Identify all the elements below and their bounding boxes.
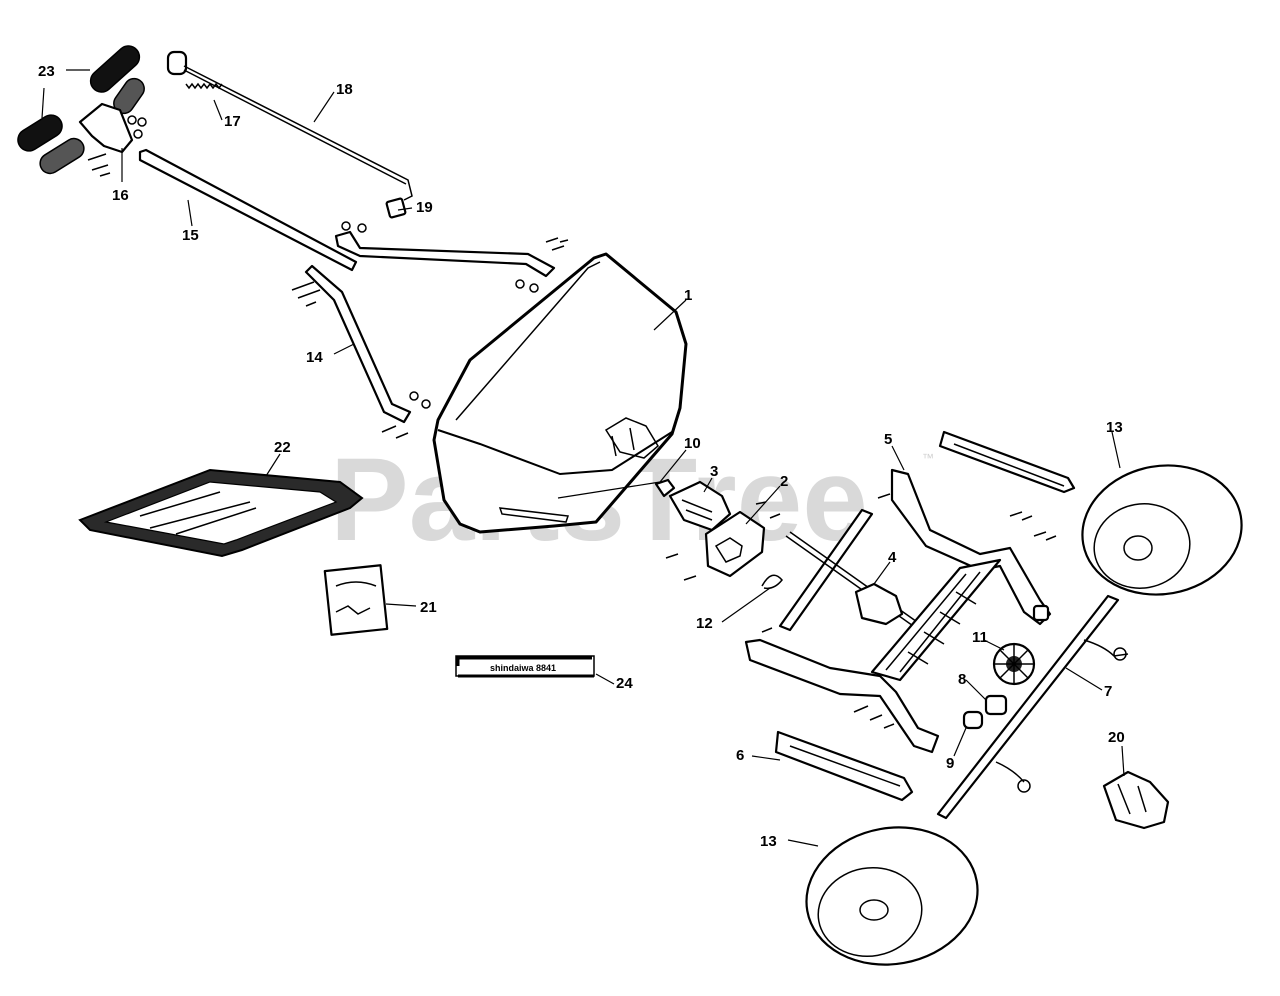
clip bbox=[385, 197, 407, 219]
wheel-lower bbox=[805, 826, 979, 966]
shutoff-plate bbox=[668, 480, 732, 532]
frame-crossmember bbox=[870, 558, 1002, 682]
frame-bottom-arm bbox=[744, 638, 940, 754]
agitator-blade bbox=[778, 508, 874, 632]
grip-upper bbox=[89, 45, 141, 93]
instruction-packet bbox=[323, 564, 389, 636]
callout-2: 2 bbox=[780, 473, 788, 490]
callout-24: 24 bbox=[616, 675, 633, 692]
callout-16: 16 bbox=[112, 187, 129, 204]
callout-23: 23 bbox=[38, 63, 55, 80]
leader-lines bbox=[41, 69, 1125, 847]
cotter-pin bbox=[761, 574, 783, 590]
rate-gate bbox=[704, 510, 766, 578]
grip-lower bbox=[17, 114, 63, 152]
decal-text: shindaiwa 8841 bbox=[490, 663, 556, 673]
callout-10: 10 bbox=[684, 435, 701, 452]
callout-13-lower: 13 bbox=[760, 833, 777, 850]
callout-17: 17 bbox=[224, 113, 241, 130]
lower-handle bbox=[304, 264, 412, 424]
callout-4: 4 bbox=[888, 549, 897, 566]
wheel-upper bbox=[1081, 464, 1243, 596]
callout-5: 5 bbox=[884, 431, 892, 448]
frame-bushing bbox=[1032, 604, 1050, 622]
callout-14: 14 bbox=[306, 349, 323, 366]
decal: shindaiwa 8841 bbox=[455, 655, 595, 678]
callout-12: 12 bbox=[696, 615, 713, 632]
callout-1: 1 bbox=[684, 287, 692, 304]
callout-19: 19 bbox=[416, 199, 433, 216]
upper-handle bbox=[138, 148, 358, 272]
bracket-nut bbox=[127, 115, 137, 125]
upper-handle-rail bbox=[334, 230, 556, 278]
frame-strut-top bbox=[938, 430, 1076, 494]
control-rod-knob bbox=[166, 50, 188, 76]
hopper bbox=[432, 252, 688, 534]
callout-18: 18 bbox=[336, 81, 353, 98]
callout-22: 22 bbox=[274, 439, 291, 456]
callout-13-upper: 13 bbox=[1106, 419, 1123, 436]
impeller-gear bbox=[854, 582, 904, 626]
callout-21: 21 bbox=[420, 599, 437, 616]
callout-3: 3 bbox=[710, 463, 718, 480]
callout-15: 15 bbox=[182, 227, 199, 244]
handle-bracket bbox=[78, 102, 134, 154]
callout-11: 11 bbox=[972, 629, 988, 646]
hopper-cover bbox=[78, 468, 364, 558]
bracket-nut bbox=[137, 117, 147, 127]
deflector bbox=[1102, 770, 1170, 830]
callout-6: 6 bbox=[736, 747, 744, 764]
bracket-nut bbox=[133, 129, 143, 139]
gasket bbox=[654, 478, 676, 498]
spacer bbox=[962, 710, 984, 730]
axle bbox=[936, 594, 1120, 820]
bracket-bolts bbox=[87, 153, 111, 177]
callout-7: 7 bbox=[1104, 683, 1112, 700]
callout-8: 8 bbox=[958, 671, 966, 688]
grip-textured-left bbox=[39, 137, 85, 175]
watermark-trademark: ™ bbox=[922, 451, 934, 465]
spring bbox=[185, 82, 223, 90]
control-rod bbox=[183, 65, 413, 201]
callout-9: 9 bbox=[946, 755, 954, 772]
callout-20: 20 bbox=[1108, 729, 1125, 746]
bushing bbox=[984, 694, 1008, 716]
